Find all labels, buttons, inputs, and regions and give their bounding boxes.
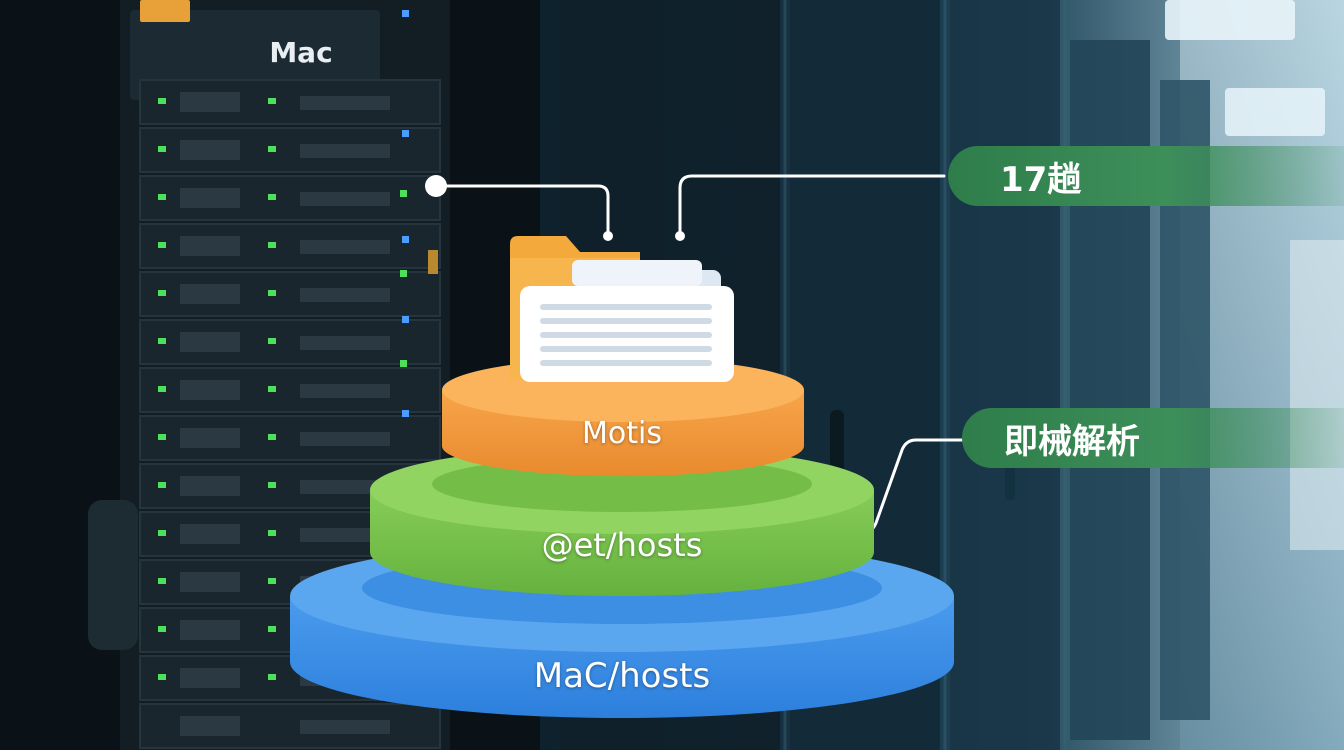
connector-node: [425, 175, 447, 197]
layer-middle-label: @et/hosts: [541, 526, 703, 564]
callout-top-text: 17趟: [1000, 159, 1082, 200]
callout-middle: 即械解析: [962, 408, 1344, 468]
rack-brand-label: Mac: [269, 36, 333, 69]
layer-top-label: Motis: [582, 416, 662, 451]
callout-top: 17趟: [948, 146, 1344, 206]
layer-bottom-label: MaC/hosts: [533, 656, 711, 696]
callout-middle-text: 即械解析: [1004, 421, 1140, 462]
document-icon: [520, 260, 734, 382]
status-leds: [158, 98, 407, 680]
